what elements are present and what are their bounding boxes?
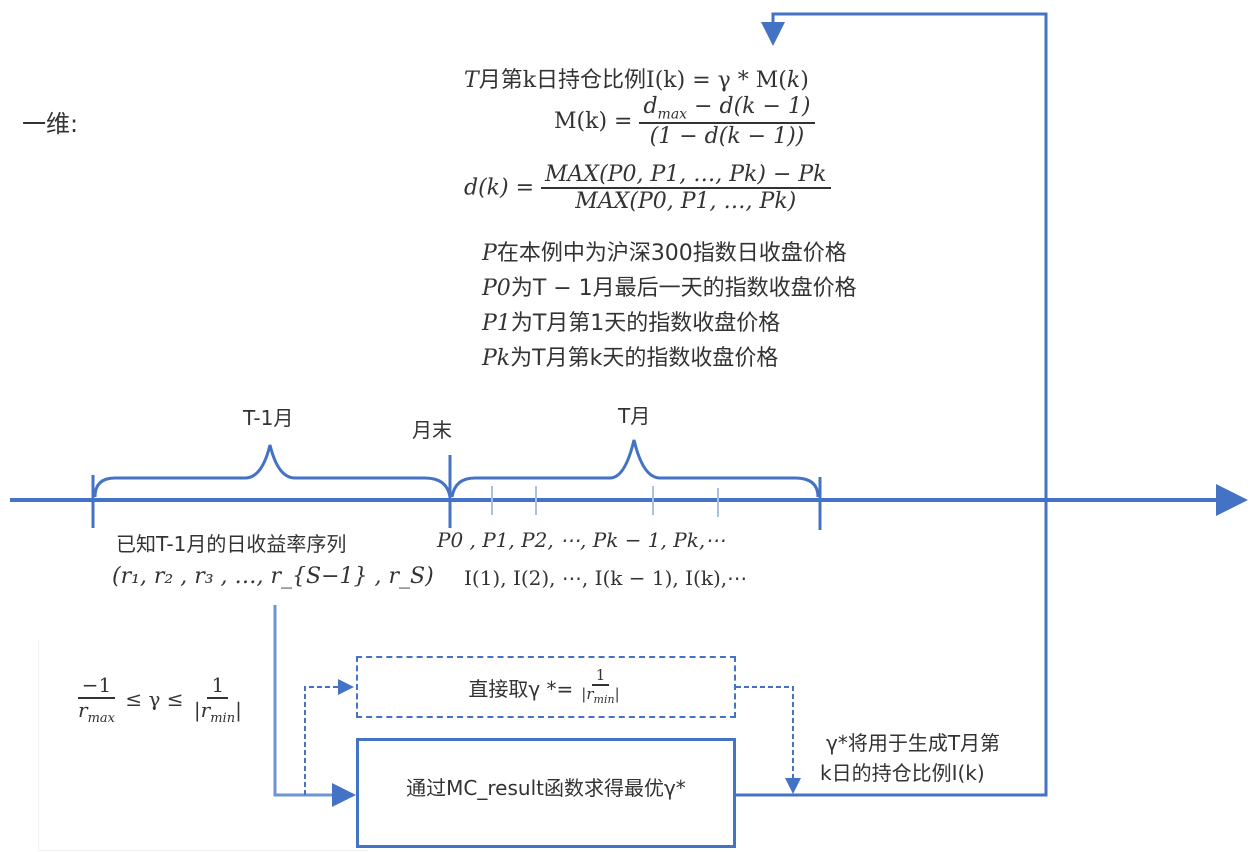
brace-prev-month — [93, 444, 452, 498]
mc-result-box: 通过MC_result函数求得最优γ* — [356, 738, 736, 848]
direct-gamma-label: 直接取γ *= — [468, 676, 574, 701]
gamma-constraint: −1 rmax ≤ γ ≤ 1 |rmin| — [74, 674, 246, 727]
brace-month — [450, 439, 820, 498]
constraint-middle: ≤ γ ≤ — [125, 686, 184, 711]
formula-d-lhs: d(k) = — [464, 175, 535, 201]
output-note: γ*将用于生成T月第 k日的持仓比例I(k) — [820, 728, 1000, 788]
label-month: T月 — [618, 404, 651, 428]
label-known-returns: 已知T-1月的日收益率序列 — [116, 532, 347, 556]
formula-m-lhs: M(k) = — [554, 108, 633, 134]
section-title: 一维: — [22, 110, 79, 138]
constraint-left-num: −1 — [77, 674, 116, 699]
direct-gamma-num: 1 — [591, 666, 610, 687]
formula-m-numerator: dmax − d(k − 1) — [639, 94, 815, 125]
formula-d-numerator: MAX(P0, P1, …, Pk) − Pk — [541, 162, 831, 190]
positions-sequence: I(1), I(2), ⋯, I(k − 1), I(k),⋯ — [464, 566, 748, 590]
mc-result-label: 通过MC_result函数求得最优γ* — [406, 775, 686, 800]
note-item: Pk为T月第k天的指数收盘价格 — [482, 346, 779, 371]
formula-m-denominator: (1 − d(k − 1)) — [649, 124, 805, 150]
note-item: P在本例中为沪深300指数日收盘价格 — [482, 241, 847, 266]
formula-position-ratio: T月第k日持仓比例I(k) = γ * M(k) — [464, 62, 809, 94]
formula-text: 月第k日持仓比例I(k) = γ * M( — [478, 68, 787, 93]
constraint-frame — [38, 640, 369, 851]
formula-paren: ) — [800, 68, 809, 93]
formula-d: d(k) = MAX(P0, P1, …, Pk) − Pk MAX(P0, P… — [464, 162, 831, 215]
direct-gamma-den: |rmin| — [581, 685, 620, 707]
formula-d-denominator: MAX(P0, P1, …, Pk) — [575, 189, 797, 215]
direct-gamma-box: 直接取γ *= 1 |rmin| — [356, 656, 736, 718]
dashed-to-direct-line — [304, 679, 354, 795]
output-note-line2: k日的持仓比例I(k) — [820, 761, 985, 785]
direct-gamma-content: 直接取γ *= 1 |rmin| — [358, 658, 734, 716]
notes-list: P在本例中为沪深300指数日收盘价格 P0为T − 1月最后一天的指数收盘价格 … — [482, 236, 857, 376]
constraint-right-num: 1 — [207, 674, 229, 699]
dashed-from-direct-line — [736, 686, 801, 794]
formula-var-t: T — [464, 68, 479, 93]
formula-m: M(k) = dmax − d(k − 1) (1 − d(k − 1)) — [554, 94, 815, 150]
returns-sequence: (r₁, r₂ , r₃ , …, r_{S−1} , r_S) — [112, 564, 434, 589]
note-item: P0为T − 1月最后一天的指数收盘价格 — [482, 276, 857, 301]
constraint-right-den: |rmin| — [193, 698, 242, 726]
constraint-left-den: rmax — [78, 698, 115, 726]
prices-sequence: P0 , P1, P2, ⋯, Pk − 1, Pk,⋯ — [437, 528, 726, 552]
note-item: P1为T月第1天的指数收盘价格 — [482, 311, 781, 336]
label-month-end: 月末 — [412, 418, 452, 442]
output-note-line1: γ*将用于生成T月第 — [826, 731, 1001, 755]
feedback-line — [736, 12, 1048, 797]
returns-to-mc-line — [273, 605, 356, 807]
label-prev-month: T-1月 — [243, 406, 294, 430]
formula-var-k: k — [786, 68, 801, 93]
